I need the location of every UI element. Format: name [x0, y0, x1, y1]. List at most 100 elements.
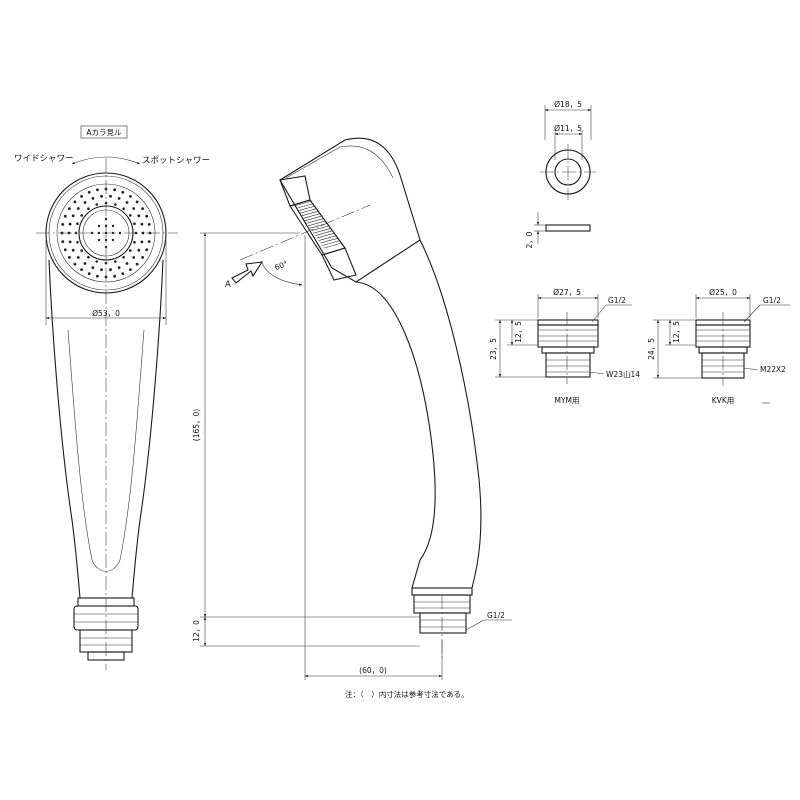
mym-thread-text: G1/2 [608, 296, 626, 305]
hatch-line [302, 213, 321, 219]
nozzle-hole [137, 214, 141, 218]
nozzle-hole [125, 201, 129, 204]
nozzle-hole [76, 222, 79, 225]
spot-nozzle-hole [97, 238, 101, 242]
washer-side [545, 224, 591, 232]
nozzle-hole [73, 200, 77, 204]
nozzle-hole [125, 262, 129, 265]
nozzle-hole [135, 200, 139, 204]
side-thread [419, 612, 467, 634]
kvk-dia-text: Ø25，0 [709, 288, 737, 297]
kvk-total-h-text: 24，5 [647, 338, 656, 360]
spot-nozzle-hole [111, 238, 115, 242]
hatch-line [316, 232, 335, 239]
hatch-line [313, 227, 332, 234]
washer-outer-text: Ø18，5 [554, 100, 582, 109]
nozzle-hole [71, 214, 75, 218]
nozzle-hole [63, 248, 67, 252]
face-lower-block [321, 247, 357, 281]
nozzle-hole [96, 274, 99, 278]
hatch-line [322, 240, 341, 246]
handle-grip-line [67, 329, 145, 572]
view-arrow-a [231, 261, 264, 284]
rotation-arrow [71, 156, 141, 165]
nozzle-hole [68, 256, 71, 259]
mym-dia-text: Ø27，5 [553, 288, 581, 297]
length-text: (165，0) [192, 409, 201, 442]
kvk-bottom-thread-text: M22X2 [760, 365, 786, 374]
nozzle-hole [117, 197, 121, 200]
nozzle-hole [114, 260, 117, 263]
hatch-line [301, 210, 320, 217]
hatch-line [323, 242, 343, 249]
mym-bottom-thread-text: W23山14 [606, 369, 640, 379]
head-side-outline [279, 137, 421, 283]
nozzle-hole [140, 222, 144, 226]
nozzle-hole [109, 194, 112, 198]
nozzle-hole [129, 249, 132, 252]
nozzle-hole [73, 262, 77, 266]
side-thread-text: G1/2 [487, 611, 505, 620]
nozzle-hole [83, 201, 87, 204]
hatch-line [311, 225, 330, 231]
nozzle-hole [71, 248, 75, 252]
side-view: A 60° (165，0) 12，0 (60，0) G1/2 [192, 137, 512, 680]
depth-text: (60，0) [359, 666, 387, 675]
nozzle-hole [96, 188, 99, 192]
nozzle-hole [129, 268, 132, 271]
nozzle-hole [87, 255, 90, 259]
nozzle-hole [147, 223, 151, 226]
handle-front-outline [355, 281, 436, 589]
washer-inner-text: Ø11，5 [554, 124, 582, 133]
nozzle-hole [87, 190, 91, 194]
hatch-line [320, 237, 339, 244]
nozzle-hole [147, 240, 151, 244]
nozzle-hole [100, 194, 103, 198]
nozzle-hole [61, 223, 65, 226]
nozzle-hole [133, 241, 136, 244]
nozzle-hole [61, 240, 65, 244]
connector-tip [87, 651, 125, 661]
hatch-line [306, 218, 325, 224]
mym-upper-h-text: 12，5 [514, 321, 523, 343]
handle-back-outline [419, 239, 482, 589]
nozzle-hole [76, 207, 80, 210]
nozzle-hole [100, 268, 103, 272]
nozzle-hole [76, 256, 80, 259]
nozzle-hole [91, 197, 95, 200]
hatch-line [297, 205, 316, 212]
hatch-line [304, 215, 323, 222]
nozzle-hatching [293, 200, 343, 249]
view-label-box [80, 125, 128, 139]
nozzle-hole [80, 214, 83, 217]
bottom-length-text: 12，0 [192, 620, 201, 642]
nozzle-hole [132, 256, 136, 259]
view-label: Aカラ見ル [86, 128, 122, 137]
nozzle-hole [141, 207, 145, 211]
nozzle-hole [91, 266, 95, 269]
head-diameter-text: Ø53，0 [92, 309, 120, 318]
nozzle-hole [145, 214, 149, 218]
spot-nozzle-hole [104, 238, 108, 242]
mym-total-h-text: 23，5 [489, 338, 498, 360]
side-collar [411, 587, 473, 596]
kvk-upper-h-text: 12，5 [672, 321, 681, 343]
washer-thickness-text: 2，0 [525, 231, 534, 248]
nozzle-hole [87, 272, 91, 276]
nozzle-hole [135, 262, 139, 266]
hatch-line [308, 220, 327, 227]
nozzle-hole [80, 249, 83, 252]
mym-adapter: Ø27，5 G1/2 12，5 23，5 W23山14 MYM用 [489, 288, 640, 405]
nozzle-hole [95, 260, 98, 263]
nozzle-hole [80, 195, 83, 198]
nozzle-hole [109, 268, 112, 272]
nozzle-hole [117, 266, 121, 269]
nozzle-hole [122, 207, 125, 210]
wide-shower-label: ワイドシャワー [14, 154, 74, 164]
nozzle-hole [113, 274, 116, 278]
hatch-line [315, 230, 334, 236]
washer-detail: Ø18，5 Ø11，5 2，0 [525, 100, 596, 249]
hatch-line [295, 203, 314, 209]
nozzle-hole [145, 248, 149, 252]
kvk-caption: KVK用 [712, 396, 734, 405]
